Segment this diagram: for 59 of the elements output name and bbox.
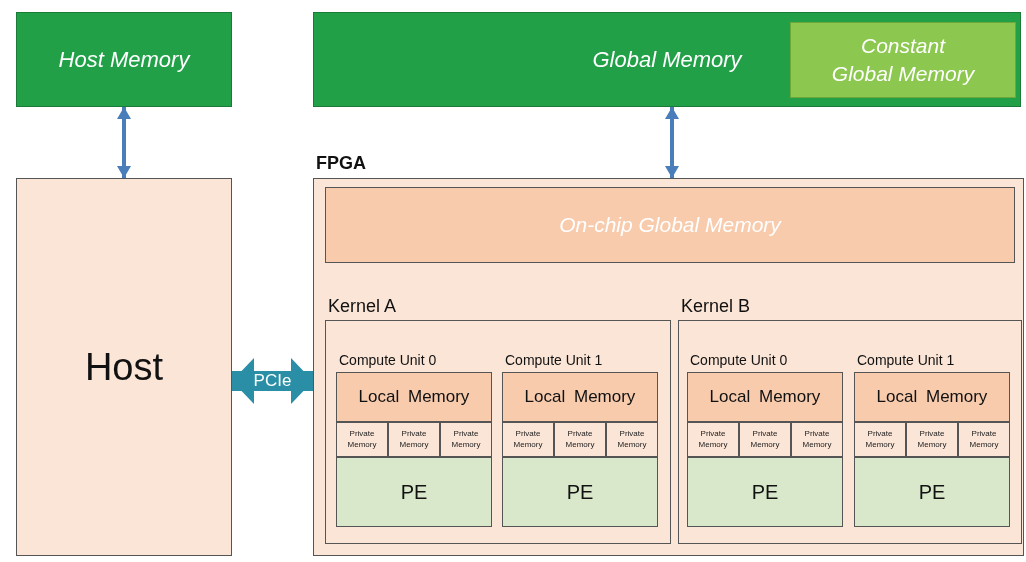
kernel-label: Kernel A: [328, 296, 397, 317]
box-label: Constant Global Memory: [830, 32, 976, 87]
box-label: Private Memory: [864, 428, 896, 451]
box-label: Private Memory: [749, 428, 781, 451]
box-label: Global Memory: [592, 46, 742, 73]
compute-unit-label: Compute Unit 0: [339, 352, 437, 368]
box-label: Private Memory: [398, 428, 430, 451]
box-label: Private Memory: [450, 428, 482, 451]
memory-cell: [606, 422, 658, 457]
memory-box: [790, 22, 1016, 98]
compute-unit-label: Compute Unit 1: [857, 352, 955, 368]
processing-element-box: [336, 457, 492, 527]
memory-cell: [336, 422, 388, 457]
double-arrow: [117, 107, 131, 178]
box-label: PE: [751, 480, 779, 504]
box-label: On-chip Global Memory: [559, 213, 781, 237]
box-label: Private Memory: [564, 428, 596, 451]
processing-element-box: [854, 457, 1010, 527]
processing-element-box: [687, 457, 843, 527]
box-label: Private Memory: [916, 428, 948, 451]
memory-cell: [906, 422, 958, 457]
box-label: Host Memory: [58, 46, 190, 73]
box-label: Local Memory: [358, 387, 470, 407]
double-arrow: [665, 107, 679, 178]
box-label: Private Memory: [801, 428, 833, 451]
memory-box: [687, 372, 843, 422]
memory-cell: [502, 422, 554, 457]
memory-cell: [958, 422, 1010, 457]
host-box: [16, 178, 232, 556]
fpga-label: FPGA: [316, 153, 366, 174]
processing-element-box: [502, 457, 658, 527]
memory-box: [16, 12, 232, 107]
box-label: Private Memory: [346, 428, 378, 451]
box-label: Private Memory: [512, 428, 544, 451]
box-label: Local Memory: [524, 387, 636, 407]
box-label: PE: [400, 480, 428, 504]
box-label: Local Memory: [709, 387, 821, 407]
memory-cell: [687, 422, 739, 457]
memory-box: [854, 372, 1010, 422]
memory-box: [336, 372, 492, 422]
box-label: PE: [566, 480, 594, 504]
memory-cell: [440, 422, 492, 457]
memory-box: [502, 372, 658, 422]
box-label: Host: [84, 345, 164, 389]
memory-cell: [554, 422, 606, 457]
box-label: Private Memory: [697, 428, 729, 451]
memory-box: [325, 187, 1015, 263]
memory-cell: [854, 422, 906, 457]
compute-unit-label: Compute Unit 0: [690, 352, 788, 368]
compute-unit-label: Compute Unit 1: [505, 352, 603, 368]
memory-cell: [791, 422, 843, 457]
kernel-label: Kernel B: [681, 296, 751, 317]
box-label: Local Memory: [876, 387, 988, 407]
memory-cell: [388, 422, 440, 457]
memory-cell: [739, 422, 791, 457]
memory-box: [313, 12, 1021, 107]
box-label: PE: [918, 480, 946, 504]
box-label: Private Memory: [968, 428, 1000, 451]
box-label: Private Memory: [616, 428, 648, 451]
